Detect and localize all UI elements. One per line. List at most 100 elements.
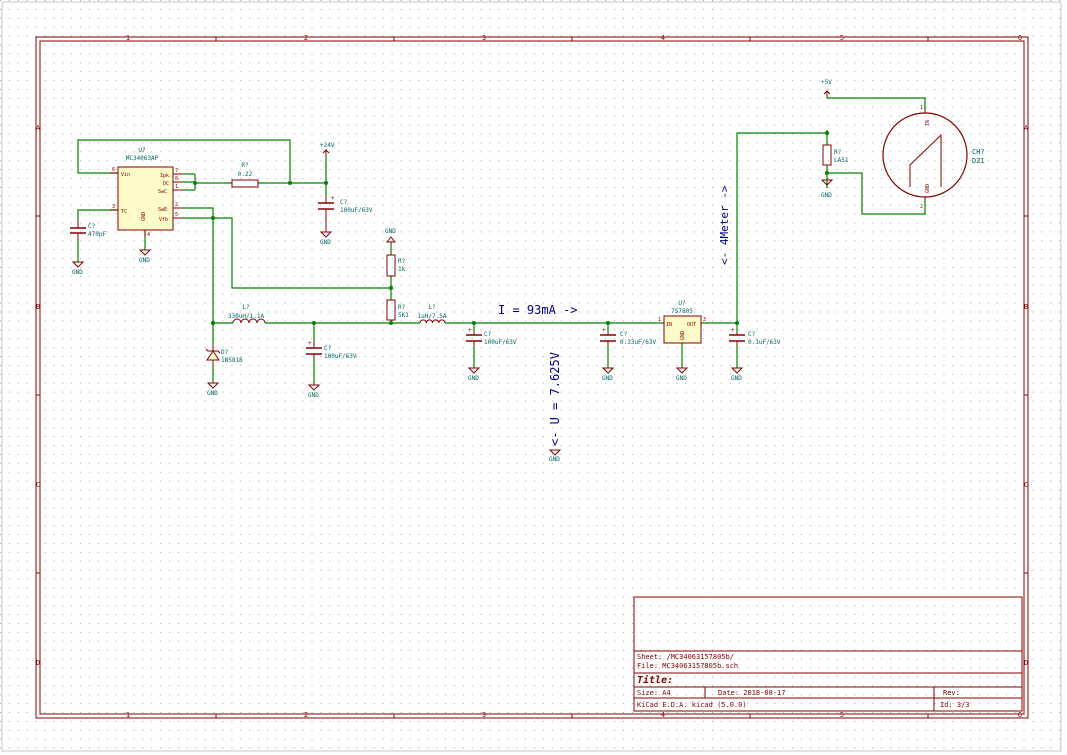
pin-number: 5 — [175, 212, 178, 218]
ic-mc34063[interactable]: U? MC34063AP Vin TC Ipk DC SwC SwE Vfb G… — [110, 147, 182, 238]
junctions — [193, 131, 829, 325]
capacitor-input[interactable] — [318, 198, 334, 232]
gnd-label: GND — [308, 392, 319, 399]
resistor-1k[interactable]: R? 1k — [386, 254, 406, 277]
pin-number: 2 — [920, 204, 923, 210]
gnd-label: GND — [468, 375, 479, 382]
pin-number: 3 — [112, 204, 115, 210]
resistor-5k1[interactable]: R? 5K1 — [386, 299, 409, 321]
col-label-bottom: 5 — [840, 711, 844, 719]
gnd-label: GND — [602, 375, 613, 382]
ref: C? — [620, 331, 628, 338]
row-label-left: C — [36, 481, 40, 489]
pin-name: SwE — [158, 207, 167, 213]
row-label-right: C — [1024, 481, 1028, 489]
row-label-right: A — [1024, 124, 1029, 132]
value: DZ1 — [972, 157, 985, 165]
row-label-left: D — [36, 659, 40, 667]
pin-name: GND — [680, 331, 686, 340]
ref: R? — [398, 304, 406, 311]
regulator-7805[interactable]: U? 7S7805 IN OUT GND 1 3 — [658, 300, 706, 344]
title-tool: KiCad E.D.A. kicad (5.0.0) — [637, 701, 747, 709]
power-label: +5V — [821, 79, 832, 86]
value: 470pF — [88, 231, 106, 238]
gnd-symbol-divider[interactable]: GND — [385, 228, 396, 243]
diode-schottky[interactable] — [205, 345, 221, 365]
inductor-main[interactable]: L? 330uH/1.1A — [228, 304, 266, 324]
title-file: File: MC34063157805b.sch — [637, 662, 738, 670]
meter-annotation: <- 4Meter -> — [718, 185, 731, 265]
power-24v[interactable]: +24V — [320, 142, 335, 155]
pin-name: SwC — [158, 189, 167, 195]
pin-number: 1 — [175, 184, 178, 190]
power-5v[interactable]: +5V — [821, 79, 832, 97]
ref: C? — [748, 331, 756, 338]
pin-name: TC — [121, 209, 127, 215]
ic-ref: U? — [138, 147, 146, 154]
gnd-label: GND — [385, 228, 396, 235]
pin-number: 7 — [175, 168, 178, 174]
resistor-sense[interactable]: R? 0.22 — [231, 162, 259, 188]
value: 5K1 — [398, 312, 409, 319]
pin-number: 3 — [703, 317, 706, 323]
pin-name: Ipk — [160, 173, 169, 179]
ref: L? — [242, 304, 250, 311]
inductor-filter[interactable]: L? 1uH/7.5A — [418, 304, 447, 324]
ref: C? — [324, 345, 332, 352]
value: 100uF/63V — [324, 353, 357, 360]
pin-name: GND — [141, 212, 147, 221]
resistor-la51[interactable]: R? LA51 — [822, 144, 849, 166]
col-label-bottom: 3 — [482, 711, 486, 719]
title-id: Id: 3/3 — [940, 701, 970, 709]
col-label-bottom: 6 — [1018, 711, 1022, 719]
ref: C? — [88, 223, 96, 230]
title-title: Title: — [637, 674, 673, 686]
ref: C? — [484, 331, 492, 338]
title-sheet: Sheet: /MC34063157805b/ — [637, 653, 734, 661]
value: 7S7805 — [671, 308, 693, 315]
pin-number: 4 — [147, 232, 150, 238]
ref: D? — [221, 349, 229, 356]
pin-name: IN — [925, 120, 931, 126]
meter-dz1[interactable]: IN GND 1 2 CH? DZ1 — [882, 105, 985, 210]
col-label-top: 4 — [661, 34, 665, 42]
col-label-bottom: 4 — [661, 711, 665, 719]
gnd-label: GND — [549, 456, 560, 463]
gnd-label: GND — [139, 257, 150, 264]
pin-plus: + — [731, 327, 735, 334]
ref: L? — [428, 304, 436, 311]
gnd-label: GND — [72, 269, 83, 276]
pin-name: GND — [925, 184, 931, 193]
ref: R? — [834, 149, 842, 156]
pin-number: 6 — [112, 167, 115, 173]
frame-ticks — [36, 37, 1028, 718]
gnd-label: GND — [731, 375, 742, 382]
pin-plus: + — [308, 340, 312, 347]
ref: C? — [340, 199, 348, 206]
col-label-top: 5 — [840, 34, 844, 42]
row-label-left: B — [36, 303, 40, 311]
capacitor-out1[interactable] — [306, 342, 322, 360]
ref: R? — [241, 162, 249, 169]
power-label: +24V — [320, 142, 335, 149]
gnd-symbols[interactable] — [71, 179, 834, 456]
ic-value: MC34063AP — [126, 155, 159, 162]
title-rev: Rev: — [943, 689, 960, 697]
value: 1k — [398, 266, 406, 273]
capacitor-tc[interactable] — [70, 220, 86, 240]
capacitor-reg-in[interactable] — [600, 332, 616, 346]
capacitor-out2[interactable] — [466, 332, 482, 346]
capacitor-reg-out[interactable] — [729, 332, 745, 346]
pin-name: Vin — [121, 172, 130, 178]
gnd-label: GND — [320, 239, 331, 246]
col-label-bottom: 1 — [126, 711, 130, 719]
pin-number: 1 — [658, 317, 661, 323]
wires[interactable] — [77, 97, 926, 385]
pin-name: Vfb — [159, 217, 168, 223]
col-label-top: 6 — [1018, 34, 1022, 42]
value: 100uF/63V — [484, 339, 517, 346]
value: 0.33uF/63V — [620, 339, 657, 346]
gnd-label: GND — [207, 390, 218, 397]
